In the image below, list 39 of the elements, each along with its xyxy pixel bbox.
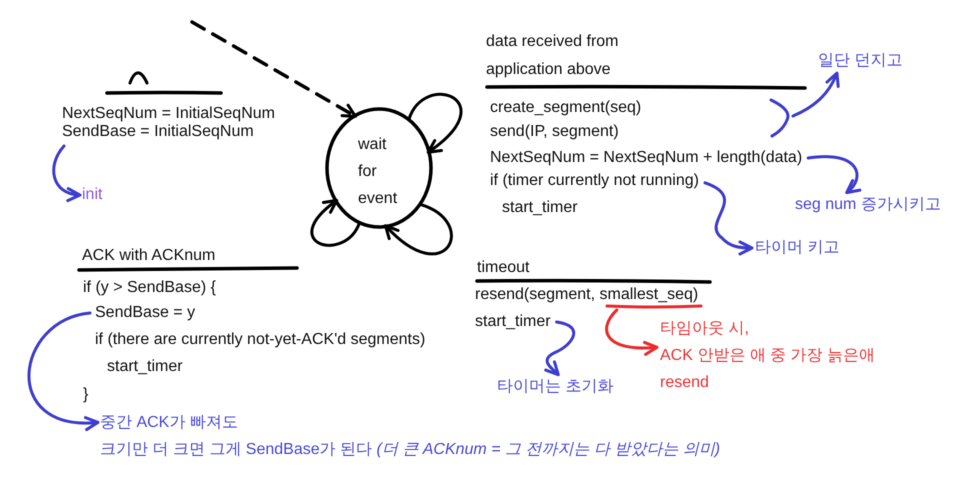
annotation-note: 타이머 키고 <box>755 238 840 258</box>
self-loop-arrow <box>310 198 361 247</box>
annotation-note: seg num 증가시키고 <box>795 195 941 215</box>
code-line: if (there are currently not-yet-ACK'd segments) <box>95 330 426 350</box>
self-loop-arrow <box>407 92 462 154</box>
dashed-arrow <box>190 20 357 118</box>
code-line: start_timer <box>502 198 578 218</box>
event-label: timeout <box>477 258 530 278</box>
code-line: SendBase = y <box>95 303 196 323</box>
code-line: NextSeqNum = NextSeqNum + length(data) <box>490 148 802 168</box>
code-line: send(IP, segment) <box>490 122 619 142</box>
curved-arrow <box>806 155 862 194</box>
annotation-note: 중간 ACK가 빠져도 크기만 더 크면 그게 SendBase가 된다 (더 큰 ACKnum = 그 전까지는 다 받았다는 의미) <box>100 409 720 463</box>
state-circle <box>325 107 433 229</box>
code-line: if (timer currently not running) <box>490 171 699 191</box>
code-line: create_segment(seq) <box>490 98 642 118</box>
code-line: resend(segment, smallest_seq) <box>475 285 698 305</box>
event-label: data received from application above <box>486 32 619 80</box>
curved-arrow <box>605 308 658 356</box>
code-line: } <box>83 385 88 405</box>
code-line: NextSeqNum = InitialSeqNum <box>62 105 275 123</box>
state-label: wait for event <box>358 135 398 209</box>
annotation-note: init <box>82 185 102 205</box>
bracket <box>768 98 792 138</box>
annotation-note: 일단 던지고 <box>818 51 902 71</box>
self-loop-arrow <box>384 202 453 256</box>
code-line: start_timer <box>107 357 183 377</box>
code-line: SendBase = InitialSeqNum <box>62 123 254 141</box>
underline <box>605 303 703 310</box>
event-label: ACK with ACKnum <box>82 246 216 266</box>
curved-arrow <box>28 312 100 430</box>
annotation-note: 타임아웃 시, ACK 안받은 애 중 가장 늙은애 resend <box>660 315 876 396</box>
curved-arrow <box>792 72 840 118</box>
curved-arrow <box>544 320 576 376</box>
curved-arrow <box>704 181 754 256</box>
annotation-note: 타이머는 초기화 <box>497 377 614 397</box>
code-line: if (y > SendBase) { <box>83 278 216 298</box>
code-line: start_timer <box>475 312 551 332</box>
curved-arrow <box>52 144 82 202</box>
